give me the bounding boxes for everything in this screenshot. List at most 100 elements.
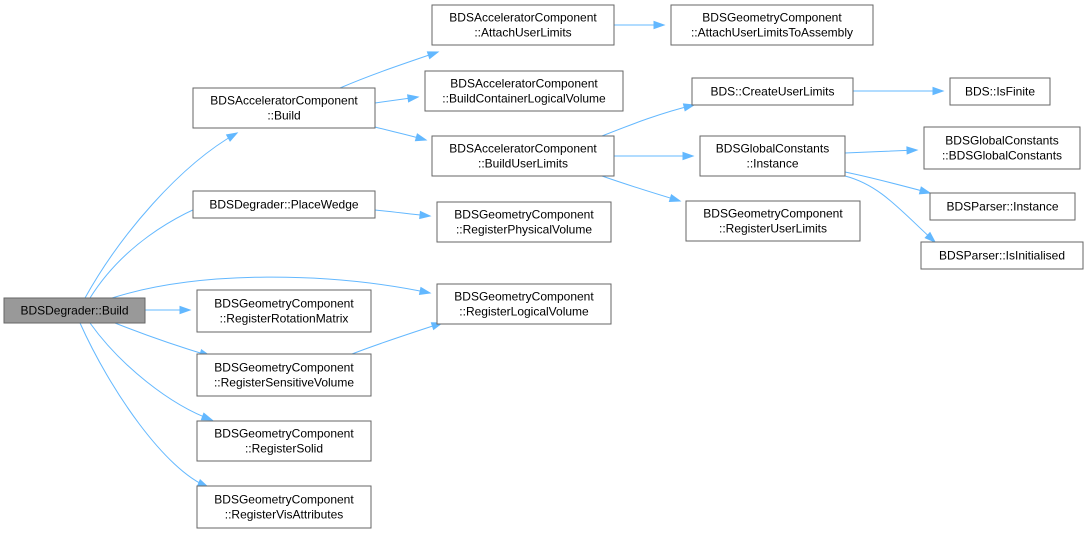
node-label-line: BDSAcceleratorComponent — [210, 94, 358, 108]
node-label-line: ::RegisterSolid — [245, 442, 323, 456]
node-label-line: ::BDSGlobalConstants — [942, 149, 1062, 163]
node-label-line: BDSGlobalConstants — [716, 142, 829, 156]
node-label-line: ::AttachUserLimitsToAssembly — [691, 26, 853, 40]
node-label-line: BDSGeometryComponent — [454, 208, 594, 222]
node-geo-reg-sens[interactable]: BDSGeometryComponent::RegisterSensitiveV… — [196, 353, 372, 397]
arrowhead — [200, 412, 214, 421]
node-bds-create[interactable]: BDS::CreateUserLimits — [691, 77, 854, 106]
edge-line — [844, 175, 936, 243]
node-label-line: BDSGeometryComponent — [702, 11, 842, 25]
arrowhead — [653, 20, 666, 30]
node-acc-userlimits[interactable]: BDSAcceleratorComponent::BuildUserLimits — [431, 135, 615, 177]
node-label-line: BDSParser::IsInitialised — [939, 249, 1065, 263]
node-gc-instance[interactable]: BDSGlobalConstants::Instance — [699, 135, 846, 177]
edge-line — [114, 322, 211, 357]
node-label-line: ::RegisterVisAttributes — [225, 508, 344, 522]
node-box — [196, 485, 372, 529]
node-label-line: BDSGeometryComponent — [703, 207, 843, 221]
edge-acc_attach-to-geo_attach_asm — [614, 20, 666, 30]
arrowhead — [682, 103, 696, 112]
arrowhead — [924, 231, 937, 244]
edge-line — [84, 132, 238, 299]
node-parser-instance[interactable]: BDSParser::Instance — [929, 192, 1076, 221]
node-box — [670, 4, 874, 46]
node-label-line: ::RegisterLogicalVolume — [459, 305, 589, 319]
node-label-line: BDSGlobalConstants — [945, 134, 1058, 148]
node-box — [923, 126, 1081, 170]
edge-line — [844, 149, 918, 154]
node-bds-isfinite[interactable]: BDS::IsFinite — [949, 77, 1051, 106]
node-box — [192, 87, 376, 129]
edge-line — [339, 51, 439, 89]
node-label-line: BDSGeometryComponent — [214, 493, 354, 507]
node-place-wedge[interactable]: BDSDegrader::PlaceWedge — [192, 190, 376, 219]
node-box — [431, 4, 615, 46]
edge-degrader_build-to-geo_reg_rot — [145, 305, 192, 315]
node-acc-container[interactable]: BDSAcceleratorComponent::BuildContainerL… — [424, 70, 624, 112]
edge-acc_userlimits-to-geo_reg_userlimits — [601, 175, 682, 202]
edge-gc_instance-to-parser_init — [844, 175, 937, 244]
node-box — [196, 289, 372, 333]
node-label-line: BDSGeometryComponent — [454, 290, 594, 304]
node-box — [3, 297, 146, 324]
node-geo-reg-phys[interactable]: BDSGeometryComponent::RegisterPhysicalVo… — [436, 201, 612, 243]
node-acc-attach[interactable]: BDSAcceleratorComponent::AttachUserLimit… — [431, 4, 615, 46]
node-geo-reg-userlimits[interactable]: BDSGeometryComponent::RegisterUserLimits — [685, 200, 861, 242]
node-box — [424, 70, 624, 112]
nodes-layer: BDSDegrader::Build BDSAcceleratorComponen… — [3, 4, 1084, 529]
node-parser-init[interactable]: BDSParser::IsInitialised — [920, 241, 1084, 270]
edge-degrader_build-to-acc_build — [84, 132, 239, 299]
node-geo-reg-rot[interactable]: BDSGeometryComponent::RegisterRotationMa… — [196, 289, 372, 333]
arrowhead — [918, 186, 932, 195]
edge-degrader_build-to-geo_reg_sens — [114, 322, 212, 357]
node-box — [685, 200, 861, 242]
node-label-line: ::BuildContainerLogicalVolume — [442, 92, 606, 106]
node-label-line: ::RegisterSensitiveVolume — [214, 376, 354, 390]
node-box — [192, 190, 376, 219]
arrowhead — [418, 286, 432, 295]
node-label-line: BDS::CreateUserLimits — [710, 85, 834, 99]
edge-acc_build-to-acc_attach — [339, 51, 440, 89]
node-box — [949, 77, 1051, 106]
node-geo-reg-log[interactable]: BDSGeometryComponent::RegisterLogicalVol… — [436, 283, 612, 325]
edge-line — [351, 322, 443, 355]
node-box — [920, 241, 1084, 270]
node-geo-reg-vis[interactable]: BDSGeometryComponent::RegisterVisAttribu… — [196, 485, 372, 529]
node-label-line: ::RegisterPhysicalVolume — [456, 223, 592, 237]
node-box — [196, 353, 372, 397]
arrowhead — [179, 305, 192, 315]
node-label-line: ::Build — [267, 109, 300, 123]
arrowhead — [407, 94, 420, 103]
node-label-line: BDSDegrader::PlaceWedge — [209, 198, 359, 212]
node-box — [929, 192, 1076, 221]
node-degrader-build: BDSDegrader::Build — [3, 297, 146, 324]
arrowhead — [906, 146, 919, 155]
node-geo-attach-asm[interactable]: BDSGeometryComponent::AttachUserLimitsTo… — [670, 4, 874, 46]
edge-bds_create-to-bds_isfinite — [853, 86, 945, 96]
node-geo-reg-solid[interactable]: BDSGeometryComponent::RegisterSolid — [196, 420, 372, 462]
node-label-line: ::Instance — [746, 157, 798, 171]
edge-acc_build-to-acc_container — [374, 94, 420, 104]
edge-acc_userlimits-to-bds_create — [601, 103, 696, 137]
arrowhead — [419, 210, 432, 220]
edge-acc_build-to-acc_userlimits — [374, 126, 428, 142]
node-box — [196, 420, 372, 462]
node-label-line: ::AttachUserLimits — [474, 26, 571, 40]
node-label-line: BDSAcceleratorComponent — [449, 142, 597, 156]
node-acc-build[interactable]: BDSAcceleratorComponent::Build — [192, 87, 376, 129]
node-box — [431, 135, 615, 177]
node-label-line: ::RegisterRotationMatrix — [220, 312, 349, 326]
node-label-line: ::BuildUserLimits — [478, 157, 568, 171]
arrowhead — [932, 86, 945, 96]
node-label-line: BDSAcceleratorComponent — [450, 77, 598, 91]
arrowhead — [682, 151, 695, 161]
edge-line — [89, 322, 213, 421]
edge-place_wedge-to-geo_reg_phys — [374, 209, 432, 220]
node-gc-ctor[interactable]: BDSGlobalConstants::BDSGlobalConstants — [923, 126, 1081, 170]
node-label-line: BDSGeometryComponent — [214, 361, 354, 375]
edge-line — [111, 276, 431, 299]
node-box — [436, 283, 612, 325]
node-label-line: BDS::IsFinite — [965, 85, 1035, 99]
node-box — [436, 201, 612, 243]
